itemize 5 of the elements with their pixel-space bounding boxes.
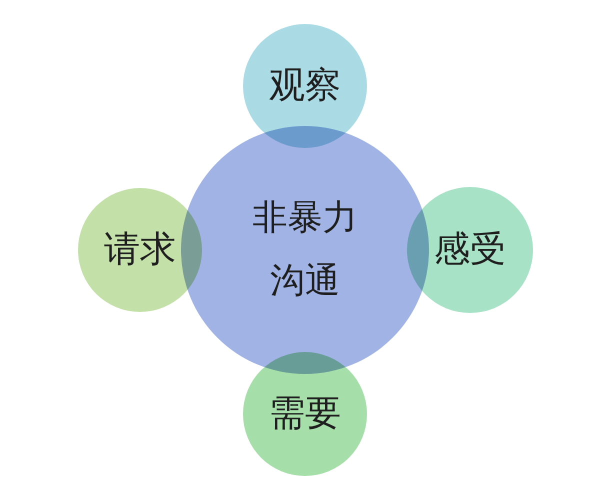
circle-label: 请求 xyxy=(103,228,177,272)
circle-label: 感受 xyxy=(433,228,507,272)
circle-label: 非暴力沟通 xyxy=(252,197,358,303)
circle-label: 观察 xyxy=(268,64,342,108)
circle-label: 需要 xyxy=(268,392,342,436)
